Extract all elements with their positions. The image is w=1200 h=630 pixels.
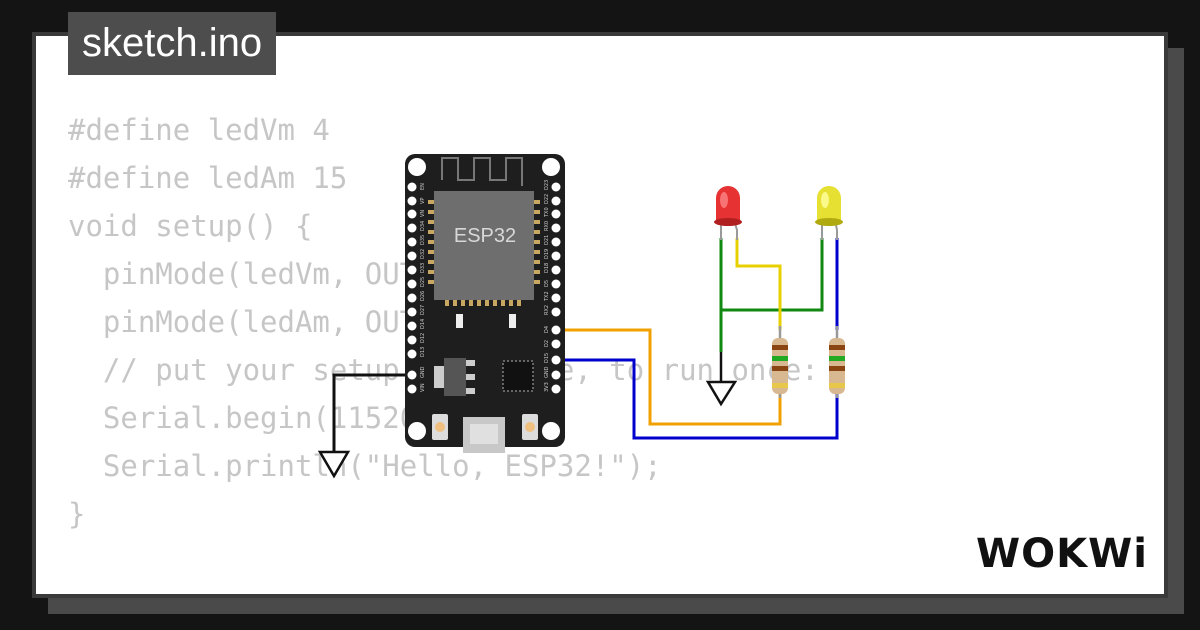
- led-yellow-body: [817, 186, 841, 222]
- resistor-1[interactable]: [772, 326, 788, 398]
- pin-label: D32: [420, 249, 426, 259]
- usb-chip: [502, 360, 534, 392]
- wires: [332, 238, 839, 452]
- pin-header-right: [551, 182, 561, 394]
- pin-label: VN: [420, 210, 426, 217]
- led-yellow[interactable]: [815, 186, 843, 240]
- code-line: pinMode(ledAm, OUTPUT);: [68, 305, 505, 339]
- pin-label: D22: [544, 194, 550, 204]
- pin-label: D33: [420, 263, 426, 273]
- pin-label: D4: [544, 326, 550, 333]
- preview-card: #define ledVm 4 #define ledAm 15 void setu…: [32, 32, 1168, 598]
- pin-label: RX2: [544, 305, 550, 315]
- pin-label: D5: [544, 280, 550, 287]
- pin-label: D14: [420, 319, 426, 329]
- ground-symbol-right: [705, 352, 738, 407]
- pin-label: D23: [544, 180, 550, 190]
- wire-yellow: [735, 238, 782, 330]
- pin-label: TX0: [544, 207, 550, 218]
- pin-label: D27: [420, 305, 426, 315]
- pin-label: GND: [420, 366, 426, 378]
- pin-label: D15: [544, 353, 550, 363]
- resistor-2[interactable]: [829, 326, 845, 398]
- pin-label: D35: [420, 235, 426, 245]
- code-line: }: [68, 497, 86, 531]
- pin-label: RX0: [544, 221, 550, 231]
- pin-label: D18: [544, 263, 550, 273]
- pin-label: D25: [420, 277, 426, 287]
- pin-label: VP: [420, 198, 426, 204]
- wire-orange: [555, 328, 782, 426]
- pin-label: 3V3: [544, 382, 550, 392]
- pin-label: GND: [544, 366, 550, 378]
- code-line: void setup() {: [68, 209, 313, 243]
- pin-label: D21: [544, 235, 550, 245]
- pin-label: D13: [420, 347, 426, 357]
- pin-header-left: [407, 182, 417, 394]
- led-red-body: [716, 186, 740, 222]
- pin-label: D34: [420, 221, 426, 231]
- wire-black: [332, 373, 412, 452]
- voltage-regulator: [444, 358, 466, 396]
- wokwi-logo: WOKWi: [976, 531, 1148, 577]
- esp32-chip-label: ESP32: [454, 225, 516, 247]
- led-red[interactable]: [714, 186, 742, 240]
- pin-label: EN: [420, 183, 426, 190]
- pin-label: D19: [544, 249, 550, 259]
- pin-label: VIN: [420, 383, 426, 392]
- pin-label: D12: [420, 333, 426, 343]
- boot-button[interactable]: [432, 414, 448, 440]
- wire-blue: [555, 358, 839, 440]
- pin-label: D26: [420, 291, 426, 301]
- ground-symbol-left: [317, 450, 351, 479]
- code-line: #define ledAm 15: [68, 161, 348, 195]
- esp32-module-shield: [434, 191, 534, 300]
- file-tab[interactable]: sketch.ino: [68, 12, 277, 75]
- en-button[interactable]: [522, 414, 538, 440]
- code-line: #define ledVm 4: [68, 113, 330, 147]
- pin-label: D2: [544, 340, 550, 347]
- esp32-board[interactable]: ESP32 EN VP VN D34: [405, 154, 565, 453]
- code-line: Serial.println("Hello, ESP32!");: [68, 449, 662, 483]
- pin-label: TX2: [544, 291, 550, 302]
- antenna-trace: [441, 157, 523, 186]
- wire-green-yellow: [721, 238, 824, 312]
